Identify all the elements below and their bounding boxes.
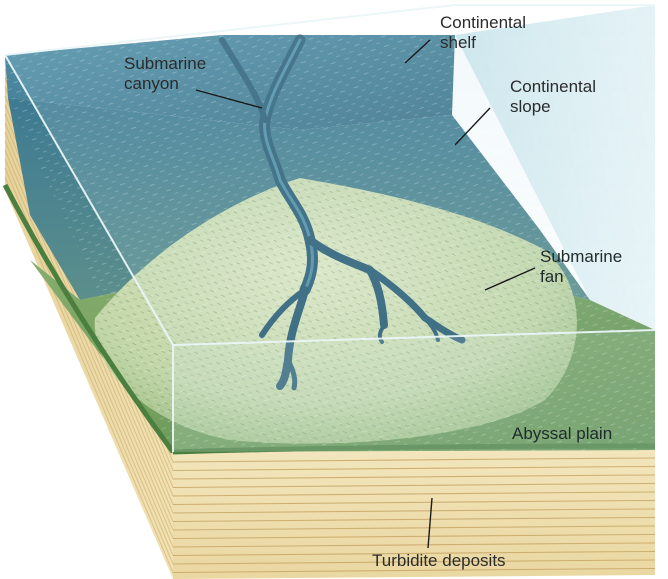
label-continental-shelf-line2: shelf (440, 33, 526, 53)
label-submarine-canyon-line2: canyon (124, 74, 206, 94)
label-submarine-canyon: Submarine canyon (124, 54, 206, 94)
label-abyssal-plain: Abyssal plain (512, 424, 612, 444)
label-continental-shelf: Continental shelf (440, 13, 526, 53)
label-submarine-fan-line2: fan (540, 267, 622, 287)
label-submarine-fan-line1: Submarine (540, 247, 622, 267)
label-continental-slope-line1: Continental (510, 77, 596, 97)
label-submarine-fan: Submarine fan (540, 247, 622, 287)
label-turbidite-deposits: Turbidite deposits (372, 551, 506, 571)
label-continental-shelf-line1: Continental (440, 13, 526, 33)
label-continental-slope-line2: slope (510, 97, 596, 117)
label-submarine-canyon-line1: Submarine (124, 54, 206, 74)
label-continental-slope: Continental slope (510, 77, 596, 117)
